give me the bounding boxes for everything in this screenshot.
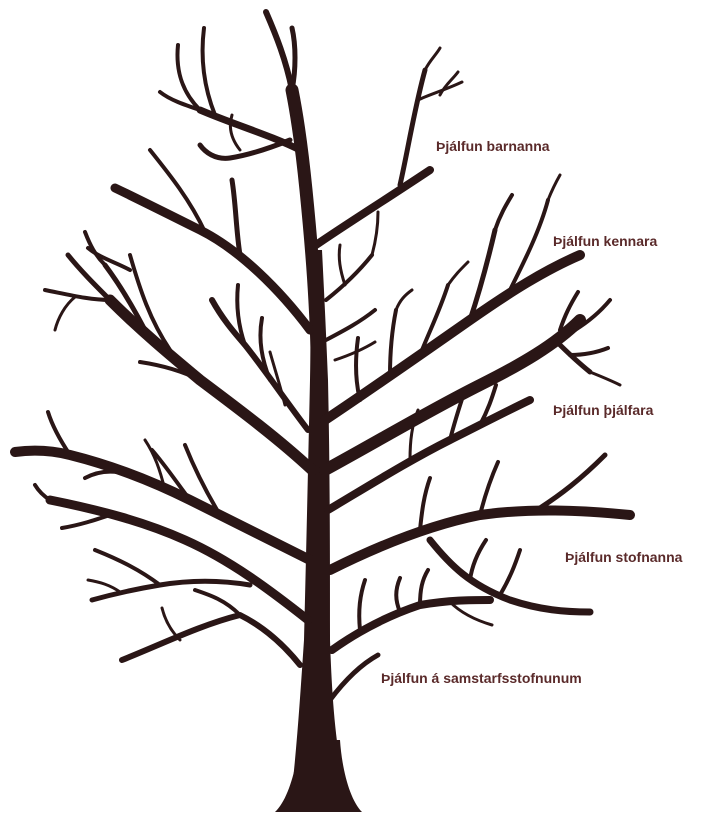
branch bbox=[450, 602, 492, 625]
branch bbox=[356, 338, 360, 400]
branch bbox=[420, 478, 430, 530]
label-training-teachers: Þjálfun kennara bbox=[553, 233, 657, 249]
branch-leader bbox=[292, 90, 318, 380]
branch bbox=[448, 262, 468, 285]
branch bbox=[548, 175, 560, 200]
label-training-institutions: Þjálfun stofnanna bbox=[565, 549, 682, 565]
branch bbox=[425, 48, 440, 70]
branch bbox=[396, 578, 400, 612]
branch bbox=[55, 297, 75, 330]
branch bbox=[95, 550, 160, 585]
branch bbox=[326, 310, 375, 340]
branch bbox=[359, 580, 365, 630]
label-training-partner-institutions: Þjálfun á samstarfsstofnunum bbox=[381, 670, 582, 686]
branch bbox=[400, 70, 425, 185]
trunk-base bbox=[275, 740, 362, 812]
branch bbox=[122, 615, 300, 665]
branch bbox=[88, 580, 120, 592]
branch bbox=[326, 255, 372, 300]
branch bbox=[62, 515, 110, 528]
branch bbox=[500, 550, 520, 595]
branch bbox=[540, 455, 605, 508]
branch bbox=[590, 372, 620, 385]
branch bbox=[115, 188, 310, 330]
branch bbox=[35, 485, 50, 500]
branch bbox=[195, 590, 240, 615]
branch bbox=[292, 28, 295, 90]
label-training-children: Þjálfun barnanna bbox=[436, 138, 550, 154]
branch bbox=[495, 195, 512, 230]
branch bbox=[330, 655, 378, 700]
branch bbox=[396, 290, 412, 310]
branch bbox=[316, 170, 430, 245]
branch bbox=[372, 212, 378, 255]
branch bbox=[332, 600, 490, 650]
branch bbox=[232, 180, 240, 255]
branch bbox=[390, 310, 396, 375]
branch bbox=[200, 140, 290, 158]
branch bbox=[480, 462, 498, 515]
branch bbox=[339, 245, 345, 285]
label-training-trainers: Þjálfun þjálfara bbox=[553, 402, 653, 418]
branch bbox=[266, 12, 292, 90]
branch bbox=[420, 570, 428, 605]
branch bbox=[50, 500, 308, 620]
branch bbox=[162, 608, 180, 640]
branch bbox=[418, 82, 462, 100]
branch bbox=[203, 28, 215, 115]
branch bbox=[85, 472, 130, 478]
branch bbox=[470, 540, 486, 580]
branch bbox=[177, 45, 200, 110]
branch bbox=[570, 348, 608, 355]
tree-silhouette bbox=[15, 12, 630, 812]
